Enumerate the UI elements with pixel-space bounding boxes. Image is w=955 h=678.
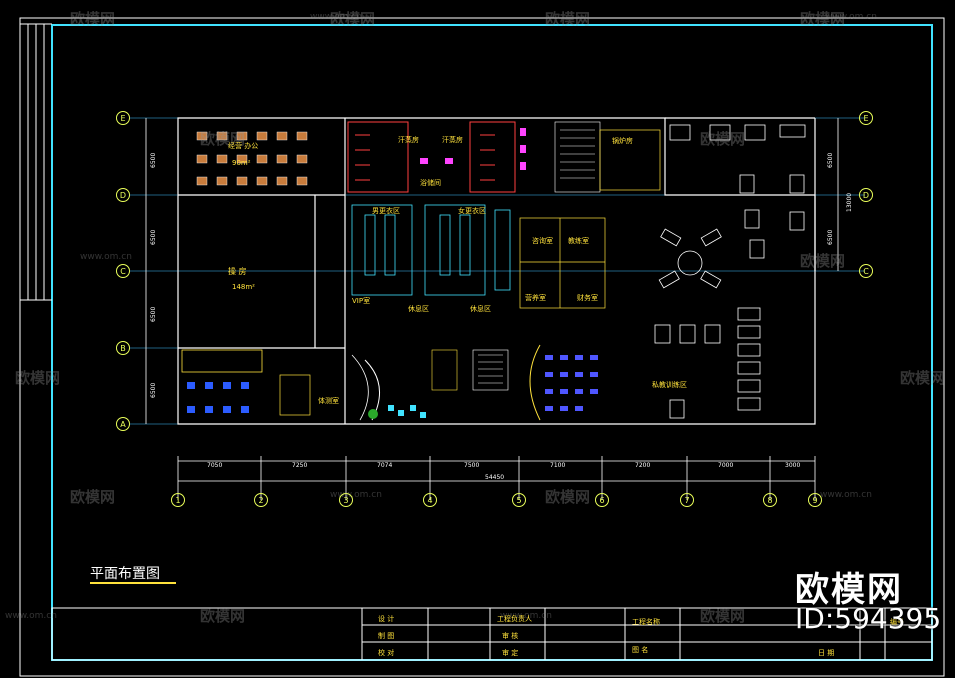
row-dimension: 6500 (150, 229, 157, 245)
axis-column-label: 4 (423, 493, 437, 507)
watermark-url: www.om.cn (5, 611, 57, 621)
row-dimension-right: 6500 (827, 152, 834, 168)
room-label-private-training: 私教训练区 (652, 381, 687, 389)
total-dimension: 54450 (485, 474, 505, 481)
column-dimension: 7100 (550, 462, 566, 469)
watermark-text: 欧模网 (70, 10, 116, 28)
title-block-project: 工程名称 (632, 618, 660, 626)
watermark-url: www.om.cn (500, 611, 552, 621)
axis-column-label: 8 (763, 493, 777, 507)
column-dimension: 7200 (635, 462, 651, 469)
room-label-storage: 浴储间 (420, 179, 441, 187)
room-label-boiler: 锅炉房 (612, 137, 633, 145)
row-dimension: 6500 (150, 382, 157, 398)
axis-column-label: 1 (171, 493, 185, 507)
watermark-text: 欧模网 (800, 10, 846, 28)
title-block-check: 校 对 (378, 649, 395, 657)
room-label-women-changing: 女更衣区 (458, 207, 486, 215)
axis-row-label-right: D (859, 188, 873, 202)
room-label-finance: 财务室 (577, 294, 598, 302)
room-label-sauna-a: 汗蒸房 (398, 136, 419, 144)
watermark-text: 欧模网 (545, 488, 591, 506)
title-block-approve: 审 定 (502, 649, 519, 657)
room-label-supplement: 营养室 (525, 294, 546, 302)
axis-column-label: 2 (254, 493, 268, 507)
room-area-hall: 148m² (232, 283, 255, 291)
axis-row-label-right: C (859, 264, 873, 278)
watermark-url: www.om.cn (310, 12, 362, 22)
row-dimension: 6500 (150, 152, 157, 168)
room-area-office: 90m² (232, 159, 251, 167)
watermark-text: 欧模网 (200, 607, 246, 625)
column-dimension: 7074 (377, 462, 393, 469)
title-block-design: 设 计 (378, 615, 395, 623)
plan-title-underline (90, 582, 176, 584)
room-label-sauna-b: 汗蒸房 (442, 136, 463, 144)
title-block (51, 607, 933, 661)
column-dimension: 7050 (207, 462, 223, 469)
brand-logo-text: 欧模网 (795, 570, 903, 610)
watermark-text: 欧模网 (545, 10, 591, 28)
watermark-text: 欧模网 (70, 488, 116, 506)
watermark-url: www.om.cn (330, 490, 382, 500)
room-label-men-changing: 男更衣区 (372, 207, 400, 215)
title-block-drawing-name: 图 名 (632, 646, 649, 654)
watermark-text: 欧模网 (900, 369, 946, 387)
room-label-office: 经营 办公 (228, 142, 259, 150)
row-dimension-right: 6500 (827, 229, 834, 245)
axis-row-label: D (116, 188, 130, 202)
axis-column-label: 6 (595, 493, 609, 507)
watermark-text: 欧模网 (330, 10, 376, 28)
watermark-text: 欧模网 (200, 130, 246, 148)
room-label-rest-b: 休息区 (470, 305, 491, 313)
title-block-number: 编号 (890, 618, 904, 626)
room-label-consult: 咨询室 (532, 237, 553, 245)
brand-id: ID:594395 (795, 602, 942, 635)
watermark-text: 欧模网 (15, 369, 61, 387)
title-block-review: 审 核 (502, 632, 519, 640)
column-dimension: 7000 (718, 462, 734, 469)
watermark-text: 欧模网 (700, 607, 746, 625)
watermark-url: www.om.cn (825, 12, 877, 22)
room-label-trainer: 教练室 (568, 237, 589, 245)
watermark-text: 欧模网 (700, 130, 746, 148)
plan-title: 平面布置图 (90, 566, 160, 582)
room-label-hall: 操 房 (228, 267, 247, 276)
column-dimension: 3000 (785, 462, 801, 469)
axis-column-label: 3 (339, 493, 353, 507)
axis-row-label: E (116, 111, 130, 125)
axis-column-label: 5 (512, 493, 526, 507)
axis-row-label: A (116, 417, 130, 431)
axis-column-label: 7 (680, 493, 694, 507)
watermark-text: 欧模网 (800, 252, 846, 270)
axis-row-label: C (116, 264, 130, 278)
row-dimension: 6500 (150, 306, 157, 322)
axis-row-label-right: E (859, 111, 873, 125)
title-block-drawing: 制 图 (378, 632, 395, 640)
row-dimension-right: 13000 (846, 192, 853, 212)
room-label-fitness-test: 体测室 (318, 397, 339, 405)
title-block-date: 日 期 (818, 649, 835, 657)
watermark-url: www.om.cn (820, 490, 872, 500)
axis-row-label: B (116, 341, 130, 355)
title-block-engineer: 工程负责人 (497, 615, 532, 623)
column-dimension: 7250 (292, 462, 308, 469)
watermark-url: www.om.cn (80, 252, 132, 262)
axis-column-label: 9 (808, 493, 822, 507)
column-dimension: 7500 (464, 462, 480, 469)
room-label-vip: VIP室 (352, 297, 371, 305)
room-label-rest-a: 休息区 (408, 305, 429, 313)
